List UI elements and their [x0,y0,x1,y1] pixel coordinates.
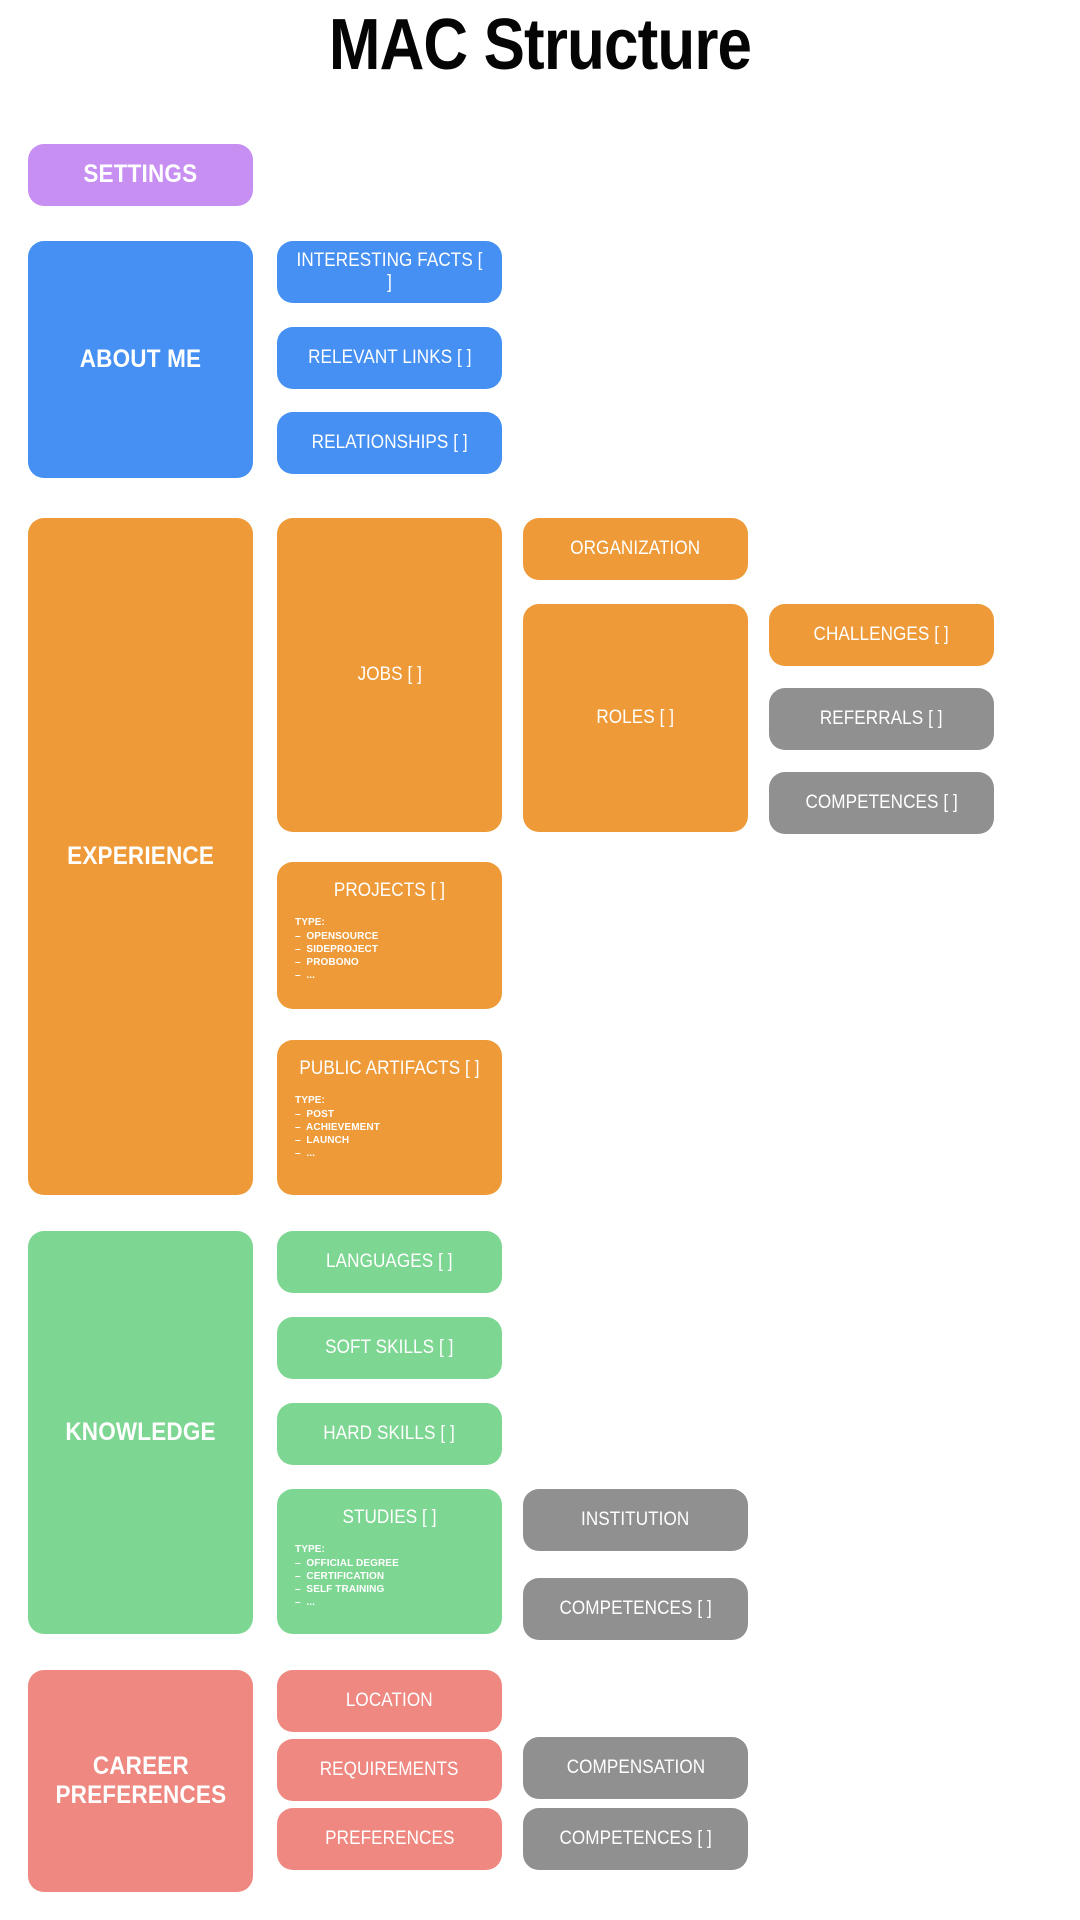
node-studies[interactable]: STUDIES [ ] TYPE: – OFFICIAL DEGREE – CE… [277,1489,502,1634]
projects-type-heading: TYPE: [295,917,325,929]
node-experience-competences[interactable]: COMPETENCES [ ] [769,772,994,834]
node-career-competences[interactable]: COMPETENCES [ ] [523,1808,748,1870]
node-roles[interactable]: ROLES [ ] [523,604,748,832]
node-referrals[interactable]: REFERRALS [ ] [769,688,994,750]
studies-type-item: – CERTIFICATION [295,1570,385,1582]
studies-type-heading: TYPE: [295,1544,325,1556]
studies-type-item: – OFFICIAL DEGREE [295,1557,399,1569]
node-experience[interactable]: EXPERIENCE [28,518,253,1195]
node-career-preferences-label: CAREER PREFERENCES [55,1751,226,1810]
node-location-label: LOCATION [346,1689,433,1711]
node-jobs[interactable]: JOBS [ ] [277,518,502,832]
node-public-artifacts[interactable]: PUBLIC ARTIFACTS [ ] TYPE: – POST – ACHI… [277,1040,502,1195]
node-compensation-label: COMPENSATION [566,1756,705,1778]
node-requirements-label: REQUIREMENTS [320,1758,459,1780]
projects-type-item: – SIDEPROJECT [295,943,379,955]
node-preferences-label: PREFERENCES [324,1827,455,1849]
node-experience-label: EXPERIENCE [67,841,214,870]
node-knowledge[interactable]: KNOWLEDGE [28,1231,253,1634]
node-languages[interactable]: LANGUAGES [ ] [277,1231,502,1293]
node-jobs-label: JOBS [ ] [357,663,422,685]
node-soft-skills[interactable]: SOFT SKILLS [ ] [277,1317,502,1379]
studies-type-item: – SELF TRAINING [295,1583,385,1595]
public-artifacts-type-item: – ACHIEVEMENT [295,1121,380,1133]
node-studies-label: STUDIES [ ] [342,1507,437,1528]
node-interesting-facts[interactable]: INTERESTING FACTS [ ] [277,241,502,303]
node-organization[interactable]: ORGANIZATION [523,518,748,580]
public-artifacts-type-list: TYPE: – POST – ACHIEVEMENT – LAUNCH – ..… [285,1094,494,1160]
node-soft-skills-label: SOFT SKILLS [ ] [325,1336,454,1358]
node-referrals-label: REFERRALS [ ] [820,707,943,729]
node-compensation[interactable]: COMPENSATION [523,1737,748,1799]
node-challenges[interactable]: CHALLENGES [ ] [769,604,994,666]
node-relevant-links[interactable]: RELEVANT LINKS [ ] [277,327,502,389]
node-relationships[interactable]: RELATIONSHIPS [ ] [277,412,502,474]
node-career-competences-label: COMPETENCES [ ] [559,1827,712,1849]
public-artifacts-type-heading: TYPE: [295,1095,325,1107]
node-relevant-links-label: RELEVANT LINKS [ ] [307,346,472,368]
node-knowledge-competences[interactable]: COMPETENCES [ ] [523,1578,748,1640]
public-artifacts-type-item: – LAUNCH [295,1134,350,1146]
node-institution-label: INSTITUTION [581,1508,690,1530]
node-hard-skills-label: HARD SKILLS [ ] [323,1422,456,1444]
node-knowledge-competences-label: COMPETENCES [ ] [559,1597,712,1619]
node-languages-label: LANGUAGES [ ] [326,1250,453,1272]
node-about-me[interactable]: ABOUT ME [28,241,253,478]
node-relationships-label: RELATIONSHIPS [ ] [311,431,468,453]
node-organization-label: ORGANIZATION [570,537,701,559]
node-requirements[interactable]: REQUIREMENTS [277,1739,502,1801]
node-interesting-facts-label: INTERESTING FACTS [ ] [296,249,483,293]
node-hard-skills[interactable]: HARD SKILLS [ ] [277,1403,502,1465]
node-settings[interactable]: SETTINGS [28,144,253,206]
node-location[interactable]: LOCATION [277,1670,502,1732]
public-artifacts-type-item: – ... [295,1148,316,1160]
projects-type-item: – ... [295,970,316,982]
node-projects[interactable]: PROJECTS [ ] TYPE: – OPENSOURCE – SIDEPR… [277,862,502,1009]
projects-type-list: TYPE: – OPENSOURCE – SIDEPROJECT – PROBO… [285,916,494,982]
node-institution[interactable]: INSTITUTION [523,1489,748,1551]
node-knowledge-label: KNOWLEDGE [65,1417,216,1446]
node-career-preferences[interactable]: CAREER PREFERENCES [28,1670,253,1892]
projects-type-item: – PROBONO [295,956,359,968]
node-about-me-label: ABOUT ME [79,344,202,373]
studies-type-item: – ... [295,1597,316,1609]
node-public-artifacts-label: PUBLIC ARTIFACTS [ ] [299,1058,480,1079]
node-challenges-label: CHALLENGES [ ] [813,623,950,645]
page-title: MAC Structure [328,5,752,85]
studies-type-list: TYPE: – OFFICIAL DEGREE – CERTIFICATION … [285,1543,494,1609]
projects-type-item: – OPENSOURCE [295,930,379,942]
node-preferences[interactable]: PREFERENCES [277,1808,502,1870]
node-projects-label: PROJECTS [ ] [333,880,446,901]
node-roles-label: ROLES [ ] [596,706,675,728]
public-artifacts-type-item: – POST [295,1108,335,1120]
node-settings-label: SETTINGS [83,160,198,189]
node-experience-competences-label: COMPETENCES [ ] [805,791,958,813]
